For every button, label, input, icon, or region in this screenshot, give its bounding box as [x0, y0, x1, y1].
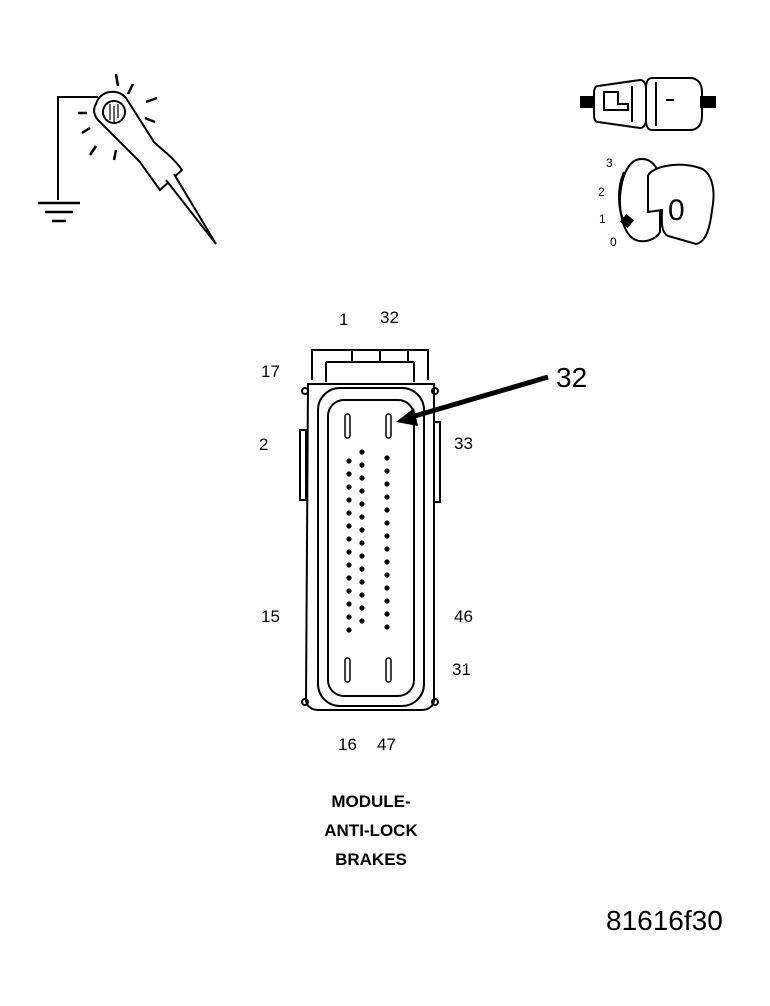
- pin-cavity: [384, 533, 390, 539]
- pin-cavity: [384, 559, 390, 565]
- pin-cavity: [359, 566, 365, 572]
- pin-label-47: 47: [377, 735, 396, 754]
- pin-cavity: [346, 471, 352, 477]
- caption-line-2: ANTI-LOCK: [324, 821, 418, 840]
- caption-line-3: BRAKES: [335, 850, 407, 869]
- pin-cavity: [346, 575, 352, 581]
- pin-label-2: 2: [259, 435, 268, 454]
- pin-cavity: [359, 605, 365, 611]
- ignition-key-icon: 3 2 1 0 0: [598, 156, 715, 249]
- pin-label-33: 33: [454, 434, 473, 453]
- pin-cavity: [346, 549, 352, 555]
- pin-cavity: [359, 488, 365, 494]
- pin-cavity: [346, 562, 352, 568]
- pin-cavity: [359, 514, 365, 520]
- pin-label-32-top: 32: [380, 308, 399, 327]
- pin-cavity: [346, 536, 352, 542]
- pin-cavity: [384, 507, 390, 513]
- pin-cavity: [346, 523, 352, 529]
- pin-cavity: [346, 510, 352, 516]
- pin-label-15: 15: [261, 607, 280, 626]
- pin-cavity: [359, 540, 365, 546]
- abs-module-connector: [299, 349, 441, 711]
- pin-label-17: 17: [261, 362, 280, 381]
- pin-cavity: [359, 475, 365, 481]
- pin-cavity: [346, 497, 352, 503]
- pin-cavity: [384, 468, 390, 474]
- pin-cavity: [346, 601, 352, 607]
- pin-cavity: [384, 481, 390, 487]
- pin-cavity: [359, 618, 365, 624]
- connector-disconnected-icon: [580, 77, 716, 131]
- pin-cavity: [346, 614, 352, 620]
- pin-cavity: [346, 627, 352, 633]
- pin-cavity: [359, 462, 365, 468]
- pin-cavity-grid: [346, 449, 390, 633]
- pin-label-1: 1: [339, 310, 348, 329]
- pin-cavity: [384, 624, 390, 630]
- ignition-position-1: 1: [599, 212, 606, 226]
- pin-cavity: [384, 572, 390, 578]
- pin-cavity: [359, 592, 365, 598]
- pin-cavity: [346, 458, 352, 464]
- pin-cavity: [384, 520, 390, 526]
- pin-label-16: 16: [338, 735, 357, 754]
- pin-cavity: [384, 546, 390, 552]
- ignition-position-0: 0: [610, 235, 617, 249]
- pin-cavity: [346, 588, 352, 594]
- figure-id: 81616f30: [606, 905, 723, 936]
- pin-cavity: [359, 449, 365, 455]
- test-probe-ground-icon: [38, 73, 217, 245]
- pin-cavity: [384, 585, 390, 591]
- pin-cavity: [359, 579, 365, 585]
- pin-cavity: [359, 553, 365, 559]
- pin-label-31: 31: [452, 660, 471, 679]
- pin-label-46: 46: [454, 607, 473, 626]
- pin-cavity: [359, 527, 365, 533]
- pin-cavity: [384, 598, 390, 604]
- pin-cavity: [384, 611, 390, 617]
- pin-cavity: [359, 501, 365, 507]
- pin-cavity: [346, 484, 352, 490]
- pin-cavity: [384, 455, 390, 461]
- caption-line-1: MODULE-: [331, 792, 410, 811]
- ignition-position-3: 3: [606, 156, 613, 170]
- ignition-position-2: 2: [598, 185, 605, 199]
- ignition-key-label: 0: [668, 194, 685, 227]
- callout-pin-label: 32: [556, 362, 587, 393]
- pin-cavity: [384, 494, 390, 500]
- callout-arrow: [396, 374, 549, 426]
